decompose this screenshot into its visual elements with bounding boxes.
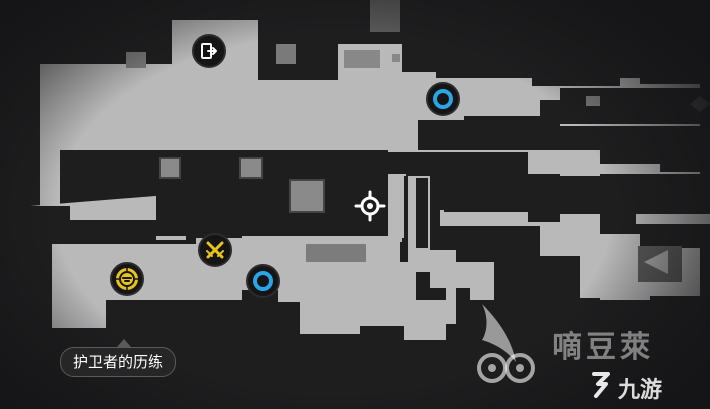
watermark-text: 嘀豆萊 — [552, 330, 654, 365]
blue-ring-portal-icon[interactable] — [246, 264, 280, 298]
gold-guardian-emblem-icon[interactable] — [110, 262, 144, 296]
location-label-pointer — [117, 339, 131, 347]
location-label[interactable]: 护卫者的历练 — [60, 347, 177, 377]
crossed-swords-icon[interactable] — [198, 233, 232, 267]
jiuyou-logo-icon — [592, 372, 610, 398]
crosshair-target-icon[interactable] — [354, 190, 386, 222]
blue-ring-portal-icon[interactable] — [426, 82, 460, 116]
exit-door-icon[interactable] — [192, 34, 226, 68]
watermark-subtext: 九游 — [618, 378, 663, 403]
